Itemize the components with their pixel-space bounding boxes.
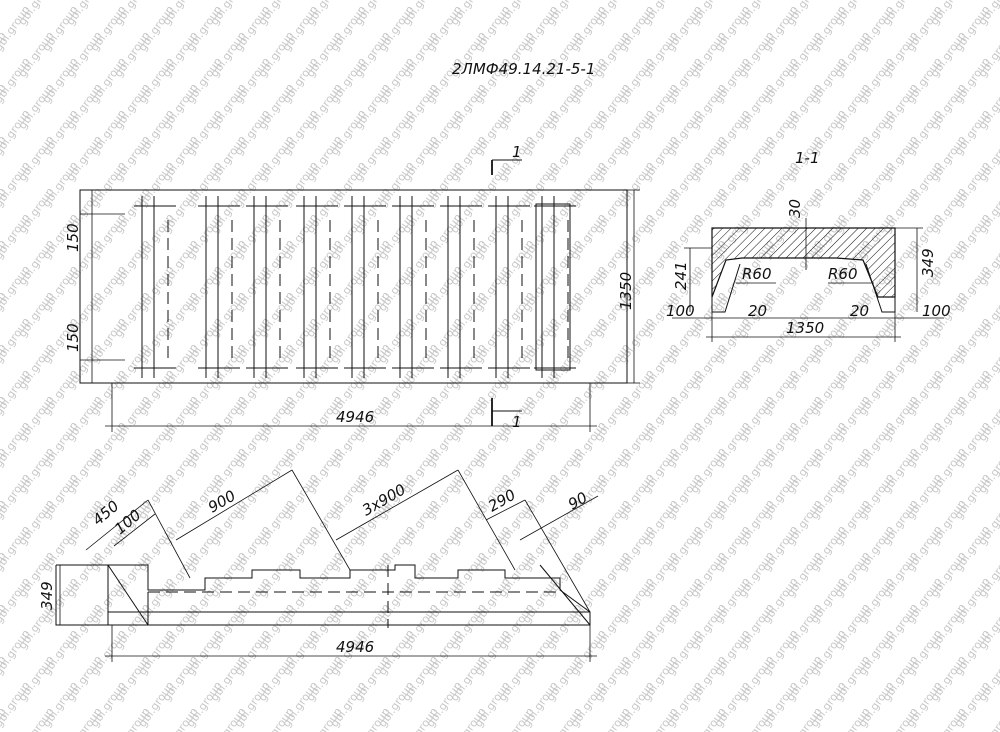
watermark-text: gbi.group bbox=[976, 705, 1000, 732]
watermark-text: gbi.group bbox=[88, 0, 129, 2]
watermark-text: gbi.group bbox=[0, 575, 33, 625]
watermark-text: gbi.group bbox=[952, 0, 993, 2]
drawing-title: 2ЛМФ49.14.21-5-1 bbox=[452, 60, 595, 78]
watermark-text: gbi.group bbox=[376, 0, 417, 2]
watermark-text: gbi.group bbox=[424, 0, 465, 2]
plan-dim-4946: 4946 bbox=[336, 408, 374, 426]
watermark-text: gbi.group bbox=[40, 0, 81, 2]
watermark-text: gbi.group bbox=[136, 0, 177, 2]
section-dim-30: 30 bbox=[786, 199, 804, 218]
section-dim-100-left: 100 bbox=[666, 302, 695, 320]
section-dim-100-right: 100 bbox=[922, 302, 951, 320]
cut-mark-bottom-label: 1 bbox=[512, 413, 522, 431]
watermark-text: gbi.group bbox=[0, 523, 33, 573]
watermark-text: gbi.group bbox=[520, 0, 561, 2]
cut-mark-top-label: 1 bbox=[512, 143, 522, 161]
watermark-text: gbi.group bbox=[0, 107, 33, 157]
plan-dim-150-bottom: 150 bbox=[64, 323, 82, 352]
section-radius-left: R60 bbox=[742, 265, 772, 283]
watermark-text: gbi.group bbox=[568, 0, 609, 2]
section-radius-right: R60 bbox=[828, 265, 858, 283]
watermark-text: gbi.group bbox=[856, 0, 897, 2]
section-dim-20-right: 20 bbox=[850, 302, 869, 320]
section-dim-241: 241 bbox=[672, 261, 690, 290]
watermark-text: gbi.group bbox=[0, 471, 33, 521]
watermark-text: gbi.group bbox=[904, 0, 945, 2]
watermark-text: gbi.group bbox=[0, 81, 9, 131]
elev-dim-4946: 4946 bbox=[336, 638, 374, 656]
watermark-text: gbi.group bbox=[0, 289, 9, 339]
watermark-text: gbi.group bbox=[712, 0, 753, 2]
watermark-text: gbi.group bbox=[0, 263, 33, 313]
section-dim-20-left: 20 bbox=[748, 302, 767, 320]
elev-dim-349: 349 bbox=[38, 581, 56, 610]
watermark-text: gbi.group bbox=[664, 0, 705, 2]
section-dim-349: 349 bbox=[919, 248, 937, 277]
watermark-text: gbi.group bbox=[0, 445, 9, 495]
watermark-text: gbi.group bbox=[0, 341, 9, 391]
watermark-text: gbi.group bbox=[0, 393, 9, 443]
watermark-text: gbi.group bbox=[328, 0, 369, 2]
watermark-text: gbi.group bbox=[0, 315, 33, 365]
watermark-text: gbi.group bbox=[184, 0, 225, 2]
watermark-text: gbi.group bbox=[0, 679, 33, 729]
plan-dim-150-top: 150 bbox=[64, 223, 82, 252]
watermark-text: gbi.group bbox=[280, 0, 321, 2]
watermark-text: gbi.group bbox=[760, 0, 801, 2]
watermark-text: gbi.group bbox=[0, 419, 33, 469]
watermark-text: gbi.group bbox=[0, 3, 33, 53]
watermark-text: gbi.group bbox=[232, 0, 273, 2]
watermark-text: gbi.group bbox=[0, 185, 9, 235]
watermark-text: gbi.group bbox=[0, 627, 33, 677]
watermark-text: gbi.group bbox=[0, 159, 33, 209]
section-dim-1350: 1350 bbox=[786, 319, 824, 337]
watermark-text: gbi.group bbox=[0, 497, 9, 547]
watermark-text: gbi.group bbox=[616, 0, 657, 2]
watermark-text: gbi.group bbox=[0, 133, 9, 183]
watermark-text: gbi.group bbox=[0, 367, 33, 417]
watermark-text: gbi.group bbox=[0, 237, 9, 287]
watermark-text: gbi.group bbox=[0, 601, 9, 651]
section-title: 1-1 bbox=[795, 149, 820, 167]
watermark-text: gbi.group bbox=[0, 211, 33, 261]
watermark-text: gbi.group bbox=[0, 0, 33, 2]
watermark-text: gbi.group bbox=[472, 0, 513, 2]
watermark-text: gbi.group bbox=[0, 55, 33, 105]
watermark-text: gbi.group bbox=[0, 549, 9, 599]
watermark-text: gbi.group bbox=[0, 29, 9, 79]
watermark-text: gbi.group bbox=[808, 0, 849, 2]
watermark-text: gbi.group bbox=[0, 653, 9, 703]
plan-dim-1350: 1350 bbox=[617, 272, 635, 310]
